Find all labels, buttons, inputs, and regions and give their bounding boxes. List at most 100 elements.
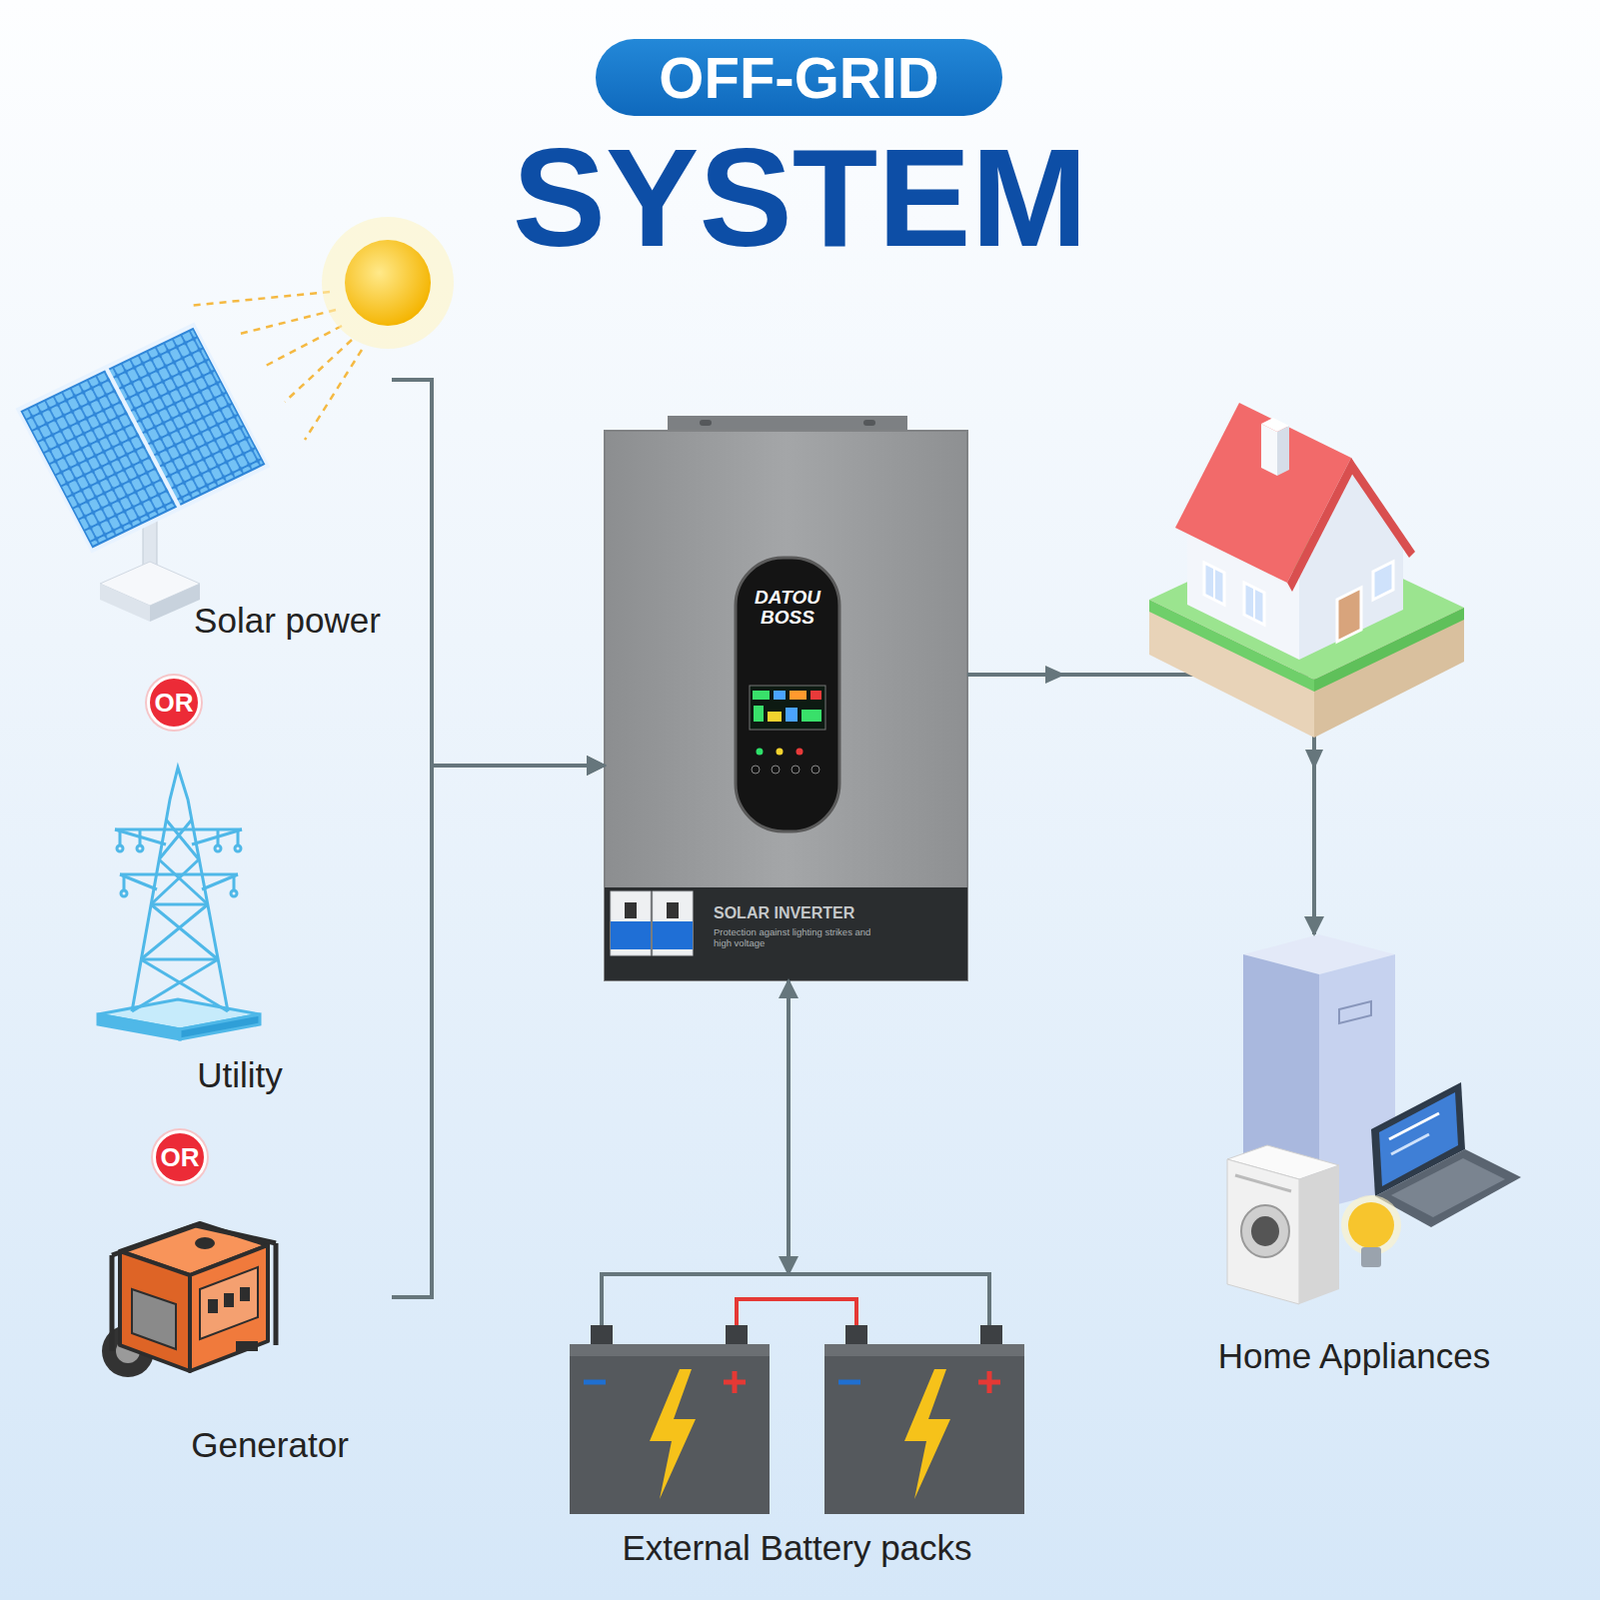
load-label: Home Appliances (1218, 1335, 1491, 1378)
device-note: Protection against lighting strikes and … (713, 927, 886, 950)
house (1373, 561, 1394, 600)
home-appliances-art (1361, 1247, 1382, 1268)
brand-logo: DATOU BOSS (748, 587, 827, 628)
sun (321, 216, 454, 349)
inverter-housing (752, 690, 770, 700)
home-appliances-art (1251, 1216, 1280, 1247)
utility-tower (131, 767, 228, 1012)
inverter-housing (756, 748, 764, 756)
house (1287, 457, 1357, 592)
inverter-housing (652, 891, 693, 956)
generator (119, 1251, 190, 1372)
home-appliances-art (1339, 1001, 1372, 1024)
solar-panel (17, 324, 268, 551)
utility-tower (234, 845, 241, 852)
utility-tower (114, 829, 166, 845)
home-appliances-art (1341, 1195, 1402, 1256)
battery-packs (583, 1380, 606, 1386)
source-label-holder: Solar power (174, 599, 400, 642)
inverter-housing (604, 430, 968, 981)
house (1261, 423, 1278, 476)
utility-tower (236, 829, 240, 846)
utility-tower (97, 1014, 180, 1040)
house (1244, 582, 1265, 625)
generator (235, 1341, 258, 1352)
inverter-housing (652, 921, 693, 950)
house (1349, 457, 1416, 558)
connector-arrow (391, 765, 605, 1298)
utility-tower (158, 819, 192, 860)
battery-packs (824, 1344, 1025, 1357)
flow-arrow-marks (1045, 665, 1066, 684)
battery-packs (601, 1274, 990, 1328)
house (1149, 402, 1465, 738)
heading-text-holder: OFF-GRID (595, 38, 1003, 116)
solar-power-node: Solar power (14, 234, 392, 650)
inverter-housing (767, 711, 782, 722)
utility-tower (214, 845, 221, 852)
utility-tower (232, 874, 236, 891)
device-name-holder: SOLAR INVERTER (713, 903, 954, 923)
utility-tower (150, 859, 199, 905)
source-label-holder: Generator (169, 1424, 370, 1467)
house (1261, 417, 1290, 432)
flow-arrow-marks (1305, 749, 1324, 770)
battery-packs (569, 1344, 770, 1515)
battery-packs (904, 1369, 951, 1500)
utility-tower (191, 829, 242, 845)
battery-packs (978, 1371, 1001, 1394)
sun-rays (284, 339, 352, 402)
generator (207, 1299, 218, 1314)
battery-node: External Battery packs (559, 1274, 1035, 1590)
sun (344, 239, 431, 326)
inverter-housing (735, 557, 840, 832)
utility-tower (150, 904, 218, 960)
house (1277, 425, 1290, 476)
heading-text: OFF-GRID (658, 48, 939, 107)
inverter-housing (771, 765, 780, 774)
generator (195, 1225, 276, 1244)
source-label-holder: Utility (149, 1054, 330, 1097)
home-appliances-art (1391, 1134, 1430, 1155)
inverter-housing (776, 748, 784, 756)
utility-tower (158, 859, 208, 905)
inverter-housing (753, 705, 764, 722)
home-appliances-art (1235, 1175, 1292, 1192)
inverter-housing (811, 765, 820, 774)
home-appliances-node: Home Appliances (1199, 934, 1545, 1390)
generator-node: Generator (89, 1214, 392, 1480)
inverter-housing (801, 709, 822, 722)
inverter-housing (610, 921, 651, 950)
or-text: OR (154, 689, 194, 716)
or-text: OR (160, 1144, 200, 1171)
inverter-housing (751, 765, 760, 774)
house (1213, 567, 1216, 600)
home-appliances-art (1389, 1113, 1440, 1140)
battery-label: External Battery packs (621, 1527, 972, 1570)
inverter-housing (699, 419, 712, 426)
battery-packs (649, 1369, 696, 1500)
utility-tower (150, 903, 208, 907)
utility-tower (179, 1014, 260, 1040)
inverter-housing (624, 902, 637, 919)
connector-arrow (391, 379, 605, 766)
utility-tower (140, 959, 228, 1012)
heading-pill: OFF-GRID (595, 38, 1003, 116)
battery-packs (736, 1299, 857, 1328)
source-label: Generator (190, 1424, 349, 1467)
or-text-holder: OR (155, 1133, 204, 1182)
home-appliances-art (1299, 1165, 1340, 1305)
solar-panel (149, 583, 200, 622)
inverter-housing (785, 707, 798, 722)
load-label-holder: Home Appliances (1199, 1335, 1510, 1378)
sun (321, 216, 454, 349)
house (1175, 402, 1352, 583)
house (1337, 587, 1362, 642)
generator (273, 1243, 279, 1346)
or-badge: OR (146, 675, 201, 730)
battery-packs (980, 1325, 1003, 1346)
inverter-housing (749, 685, 826, 730)
diagram-title: SYSTEM (512, 127, 1089, 268)
sun-rays (239, 309, 336, 334)
